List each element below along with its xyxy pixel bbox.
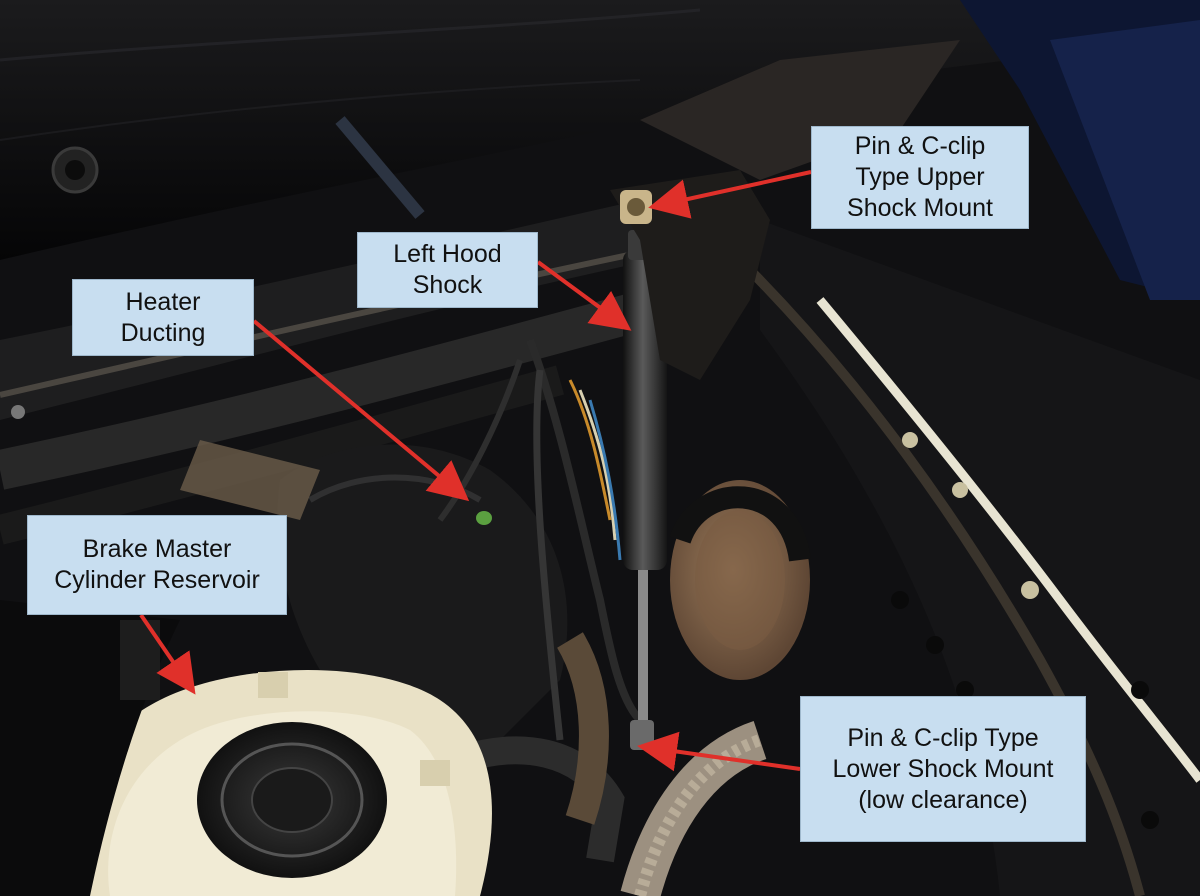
strut-seal	[669, 480, 811, 680]
callout-brake-reservoir: Brake Master Cylinder Reservoir	[27, 515, 287, 615]
right-body-panel	[736, 0, 1200, 896]
callout-heater-ducting: Heater Ducting	[72, 279, 254, 356]
callout-left-hood-shock: Left Hood Shock	[357, 232, 538, 308]
upper-mount-bracket	[610, 170, 770, 380]
callout-upper-shock-mount: Pin & C-clip Type Upper Shock Mount	[811, 126, 1029, 229]
callout-lower-shock-mount: Pin & C-clip Type Lower Shock Mount (low…	[800, 696, 1086, 842]
wiring-harness	[437, 338, 643, 741]
brake-line-bracket	[120, 620, 160, 700]
brake-reservoir	[72, 670, 492, 896]
